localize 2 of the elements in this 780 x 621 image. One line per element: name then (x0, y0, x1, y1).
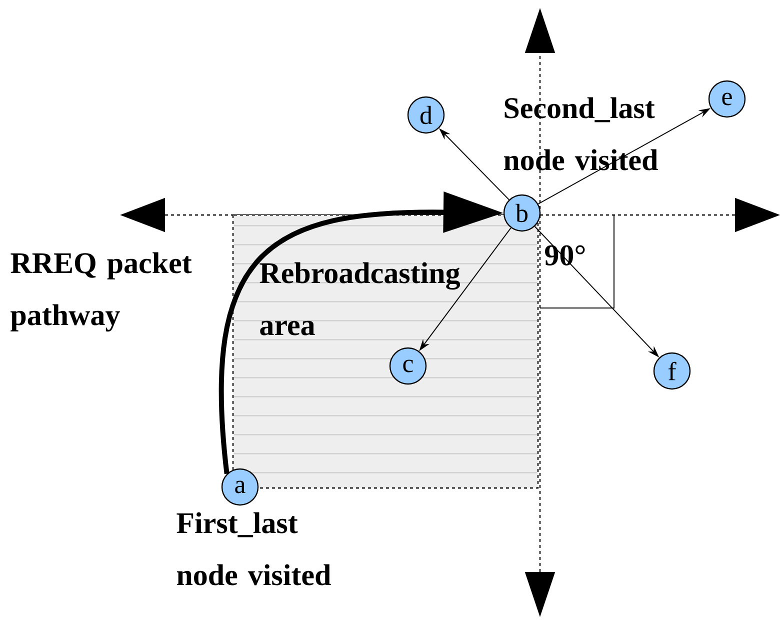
node-caption: First_last node visited (176, 512, 331, 586)
annotation: RREQ packet pathway (10, 252, 192, 332)
